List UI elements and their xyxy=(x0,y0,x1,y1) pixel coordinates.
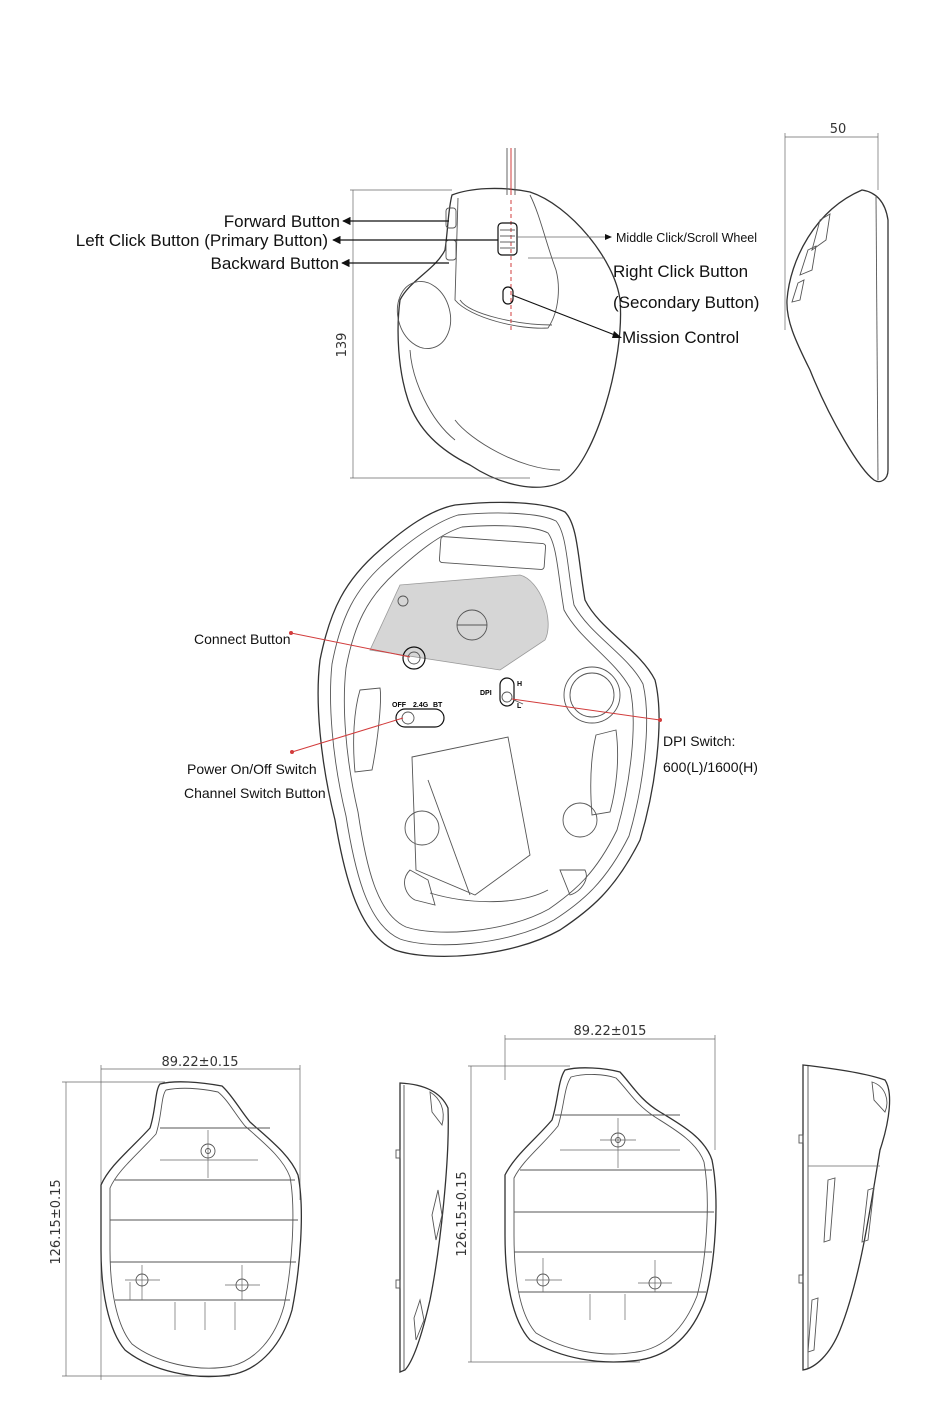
top-view-mouse xyxy=(396,148,622,488)
middle-click-label: Middle Click/Scroll Wheel xyxy=(616,231,757,245)
switch-24g-mark: 2.4G xyxy=(413,702,429,709)
dpi-h-mark: H xyxy=(517,681,522,688)
left-click-label: Left Click Button (Primary Button) xyxy=(76,231,328,250)
base-plate-right: 89.22±015 126.15±0.15 xyxy=(455,1024,717,1363)
side-profile-left xyxy=(395,1082,449,1373)
dpi-switch-label: DPI Switch: xyxy=(663,733,735,749)
height-dim-left: 126.15±0.15 xyxy=(49,1179,64,1264)
switch-off-mark: OFF xyxy=(392,702,407,709)
switch-bt-mark: BT xyxy=(433,702,443,709)
dpi-switch xyxy=(499,677,515,707)
base-plate-left: 89.22±0.15 126.15±0.15 xyxy=(49,1055,302,1380)
height-dim-right: 126.15±0.15 xyxy=(455,1171,470,1256)
forward-button-label: Forward Button xyxy=(224,212,340,231)
height-dimension: 139 xyxy=(335,189,530,479)
connect-button-label: Connect Button xyxy=(194,631,291,647)
right-click-label: Right Click Button xyxy=(613,262,748,281)
top-callouts: Forward Button Left Click Button (Primar… xyxy=(76,212,760,347)
power-switch xyxy=(395,708,445,728)
backward-button-label: Backward Button xyxy=(210,254,339,273)
right-click-label-2: (Secondary Button) xyxy=(613,293,759,312)
bottom-view: OFF 2.4G BT DPI H L xyxy=(317,501,660,958)
channel-switch-label: Channel Switch Button xyxy=(184,785,326,801)
height-dim-label: 139 xyxy=(335,333,350,358)
width-dim-right: 89.22±015 xyxy=(574,1024,647,1039)
power-switch-label: Power On/Off Switch xyxy=(187,761,317,777)
bottom-callouts: Connect Button Power On/Off Switch Chann… xyxy=(184,631,758,801)
mission-control-label: Mission Control xyxy=(622,328,739,347)
connect-button xyxy=(402,646,426,670)
dpi-l-mark: L xyxy=(517,703,522,710)
side-view: 50 xyxy=(784,122,889,483)
dpi-mark: DPI xyxy=(480,690,492,697)
side-width-label: 50 xyxy=(830,122,847,137)
side-profile-right xyxy=(798,1064,891,1371)
scroll-wheel xyxy=(497,222,518,256)
dpi-values-label: 600(L)/1600(H) xyxy=(663,759,758,775)
width-dim-left: 89.22±0.15 xyxy=(161,1055,238,1070)
